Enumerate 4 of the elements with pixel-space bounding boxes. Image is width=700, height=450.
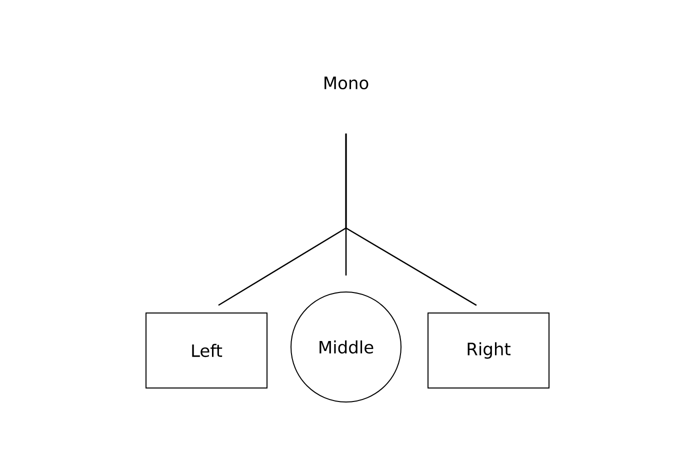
channel-box: Left: [146, 312, 268, 388]
channel-box: Right: [428, 312, 550, 388]
connector-line: [345, 134, 477, 306]
title-text: Mono: [324, 76, 368, 90]
